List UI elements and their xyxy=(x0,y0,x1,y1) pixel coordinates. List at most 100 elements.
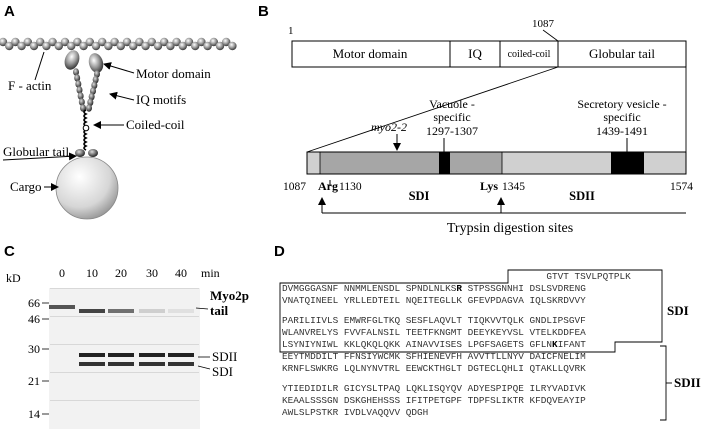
seq-line-7: KRNFLSWKRG LQLNYNVTRL EEWCKTHGLT DGTECLQ… xyxy=(282,363,586,374)
gel-faint-band xyxy=(50,372,199,373)
actin-monomer xyxy=(0,37,8,47)
seq-line-5-a: LSYNIYNIWL KKLQKQLQKK AINAVVISES LPGFSAG… xyxy=(282,339,552,350)
actin-monomer xyxy=(110,37,119,47)
globular-tail-right xyxy=(88,149,98,157)
seq-line-0: GTVT TSVLPQTPLK xyxy=(282,271,631,282)
domain-motor: Motor domain xyxy=(333,46,408,61)
sdi-pointer xyxy=(197,365,211,370)
actin-monomer xyxy=(85,37,95,47)
arg-label: Arg xyxy=(318,179,338,193)
sdii-label-b: SDII xyxy=(569,189,595,203)
seq-line-10: AWLSLPSTKR IVDLVAQQVV QDGH xyxy=(282,407,428,418)
gel-band xyxy=(168,353,194,357)
actin-monomer xyxy=(116,41,126,51)
seq-bold-k: K xyxy=(552,339,558,350)
sdi-label-d: SDI xyxy=(667,303,689,318)
tail-start-tick xyxy=(542,29,559,42)
iq-motif xyxy=(86,104,92,112)
vacuole-label-line1: Vacuole - xyxy=(429,97,475,111)
gel-band xyxy=(108,362,134,366)
vacuole-range: 1297-1307 xyxy=(426,124,478,138)
sdi-region xyxy=(320,152,502,174)
iq-motifs-label: IQ motifs xyxy=(136,92,186,107)
actin-monomer xyxy=(160,37,169,47)
gel-faint-band xyxy=(50,400,199,401)
actin-monomer xyxy=(209,37,218,47)
actin-monomer xyxy=(166,41,175,51)
gel-faint-band xyxy=(50,288,199,289)
marker-label: 30 xyxy=(28,342,40,356)
myo2p-pointer xyxy=(195,307,209,310)
actin-monomer xyxy=(23,37,32,47)
panel-d: D GTVT TSVLPQTPLK DVMGGGASNF NNMMLENSDL … xyxy=(274,243,701,421)
seq-line-1-b: STPSSGNNHI DSLSVDRENG xyxy=(462,283,586,294)
actin-monomer xyxy=(172,37,181,47)
actin-monomer xyxy=(191,41,200,51)
seq-bold-r: R xyxy=(456,283,462,294)
seq-line-2: VNATQINEEL YRLLEDTEIL NQEITEGLLK GFEVPDA… xyxy=(282,295,586,306)
actin-filament xyxy=(0,37,237,51)
actin-monomer xyxy=(42,41,51,51)
actin-monomer xyxy=(184,37,194,47)
iq-motif xyxy=(78,98,85,106)
actin-monomer xyxy=(203,41,212,51)
domain-iq: IQ xyxy=(468,46,482,61)
tail-start-label: 1087 xyxy=(283,181,306,193)
coiled-coil-label: Coiled-coil xyxy=(126,117,185,132)
actin-monomer xyxy=(5,41,14,51)
secretory-label-line2: specific xyxy=(603,110,640,124)
gel-faint-band xyxy=(50,316,199,317)
actin-monomer xyxy=(122,37,132,47)
gel-bands xyxy=(49,288,199,401)
actin-monomer xyxy=(29,41,39,51)
gel-band xyxy=(139,309,165,313)
gel-band xyxy=(49,305,75,309)
trypsin-label: Trypsin digestion sites xyxy=(447,221,573,236)
myo2-2-label: myo2-2 xyxy=(371,120,407,134)
actin-monomer xyxy=(17,41,26,51)
panel-c-letter: C xyxy=(4,243,15,260)
motor-domain-label: Motor domain xyxy=(136,66,211,81)
seq-line-3: PARILIIVLS EMWRFGLTKQ SESFLAQVLT TIQKVVT… xyxy=(282,315,586,326)
actin-monomer xyxy=(222,37,231,47)
time-label: 30 xyxy=(146,266,158,280)
iq-motif xyxy=(76,86,83,94)
actin-monomer xyxy=(91,41,101,51)
min-label: min xyxy=(201,266,220,280)
sdii-bracket xyxy=(660,345,667,421)
factin-pointer xyxy=(34,51,45,81)
cargo-vesicle xyxy=(55,156,119,220)
iq-motif-chain xyxy=(73,68,100,112)
globular-tail-arrow xyxy=(2,152,77,161)
secretory-label-line1: Secretory vesicle - xyxy=(577,97,666,111)
sdi-sequence-box xyxy=(279,269,663,353)
gel-band xyxy=(79,353,105,357)
full-length-tail-start: 1087 xyxy=(532,18,555,30)
seq-line-6: EEYTMDDILT FFNSIYWCMK SFHIENEVFH AVVTTLL… xyxy=(282,351,586,362)
motor-head-right xyxy=(88,53,104,73)
time-label: 10 xyxy=(86,266,98,280)
panel-d-letter: D xyxy=(274,243,285,260)
time-label: 20 xyxy=(115,266,127,280)
panel-b-letter: B xyxy=(258,3,269,20)
factin-label: F - actin xyxy=(8,78,52,93)
actin-monomer xyxy=(98,37,107,47)
actin-monomer xyxy=(228,41,237,51)
seq-line-1-a: DVMGGGASNF NNMMLENSDL SPNDLNLKS xyxy=(282,283,457,294)
full-length-start: 1 xyxy=(288,25,294,37)
gel-faint-band xyxy=(50,344,199,345)
iq-motif xyxy=(80,104,86,112)
marker-label: 21 xyxy=(28,374,40,388)
iq-motif xyxy=(75,80,82,88)
lys-label: Lys xyxy=(480,179,498,193)
gel-band xyxy=(79,309,105,313)
actin-monomer xyxy=(67,41,76,51)
actin-monomer xyxy=(215,41,225,51)
actin-monomer xyxy=(197,37,206,47)
globular-tail-left xyxy=(75,149,85,157)
domain-coiled-coil: coiled-coil xyxy=(508,49,551,60)
kd-label: kD xyxy=(6,271,21,285)
